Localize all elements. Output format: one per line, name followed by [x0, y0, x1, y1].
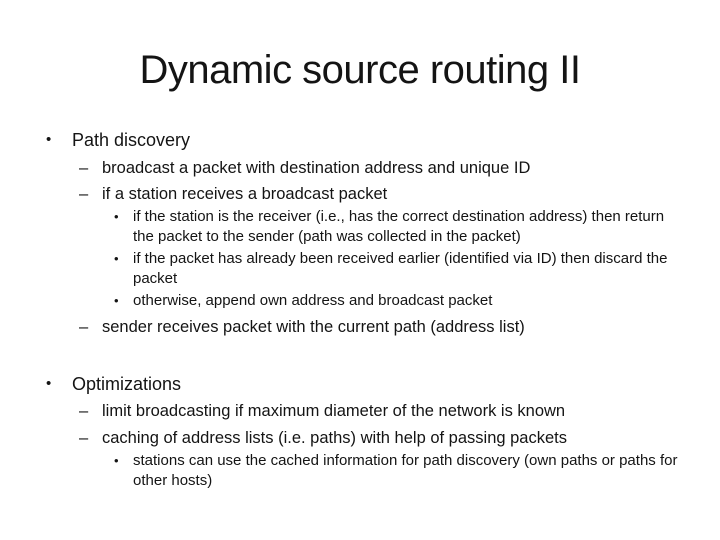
bullet-text: sender receives packet with the current … [102, 318, 525, 337]
dash-marker: – [79, 429, 89, 448]
bullet-item: • if the station is the receiver (i.e., … [0, 207, 720, 247]
dash-marker: – [79, 318, 89, 337]
bullet-item: – caching of address lists (i.e. paths) … [0, 428, 720, 449]
bullet-heading-optimizations: • Optimizations [0, 373, 720, 396]
bullet-text: if the packet has already been received … [133, 250, 668, 288]
bullet-item: • stations can use the cached informatio… [0, 451, 720, 491]
bullet-item: – broadcast a packet with destination ad… [0, 158, 720, 179]
dash-marker: – [79, 402, 89, 421]
bullet-item: – limit broadcasting if maximum diameter… [0, 401, 720, 422]
dash-marker: – [79, 185, 89, 204]
slide-title: Dynamic source routing II [139, 48, 581, 92]
bullet-marker: • [114, 452, 119, 468]
bullet-item: – if a station receives a broadcast pack… [0, 184, 720, 205]
bullet-item: • otherwise, append own address and broa… [0, 291, 720, 311]
bullet-text: Path discovery [72, 130, 191, 150]
bullet-text: if the station is the receiver (i.e., ha… [133, 208, 665, 246]
bullet-text: if a station receives a broadcast packet [102, 185, 388, 204]
bullet-marker: • [46, 131, 52, 148]
dash-marker: – [79, 158, 89, 177]
bullet-marker: • [114, 251, 119, 267]
bullet-marker: • [114, 209, 119, 225]
bullet-text: caching of address lists (i.e. paths) wi… [102, 429, 567, 448]
bullet-text: Optimizations [72, 373, 182, 394]
bullet-text: stations can use the cached information … [133, 451, 678, 489]
bullet-text: broadcast a packet with destination addr… [102, 158, 531, 177]
bullet-text: limit broadcasting if maximum diameter o… [102, 402, 566, 421]
bullet-marker: • [46, 374, 52, 392]
bullet-item: • if the packet has already been receive… [0, 249, 720, 289]
bullet-marker: • [114, 293, 119, 309]
bullet-item: – sender receives packet with the curren… [0, 317, 720, 338]
bullet-text: otherwise, append own address and broadc… [133, 292, 493, 310]
bullet-heading-path-discovery: • Path discovery [0, 129, 720, 152]
